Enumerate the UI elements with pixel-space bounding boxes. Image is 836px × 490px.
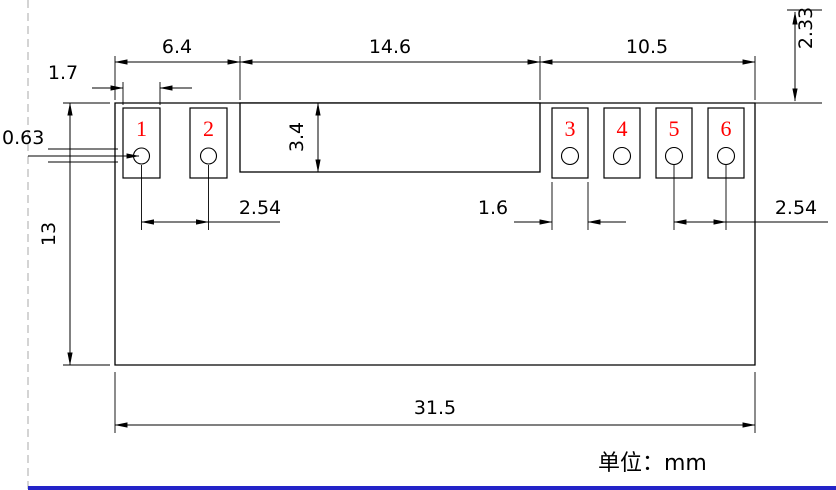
dim-label-right-pad-width: 1.6 [478, 197, 508, 219]
pad-4-hole [612, 146, 632, 166]
dim-label-middle-width: 14.6 [369, 36, 411, 58]
dim-group-right-pad-width: 1.6 [478, 182, 626, 230]
pad-2-number: 2 [203, 116, 214, 141]
dim-label-board-height: 13 [38, 222, 60, 246]
dim-group-top-offset: 2.33 [755, 7, 822, 104]
pad-6-hole [716, 146, 736, 166]
dim-label-board-width: 31.5 [414, 397, 456, 419]
dim-group-hole-offset: 0.63 [2, 127, 140, 163]
dim-label-right-group-width: 10.5 [626, 36, 668, 58]
pad-6: 6 [707, 107, 745, 179]
dim-label-left-group-width: 6.4 [162, 36, 192, 58]
dim-group-pad1-width: 1.7 [48, 62, 192, 105]
pad-4: 4 [603, 107, 641, 179]
dim-group-left-pitch: 2.54 [140, 165, 281, 230]
dim-group-middle-height: 3.4 [286, 102, 321, 173]
dim-group-board-width: 31.5 [114, 372, 756, 433]
middle-component-block [239, 102, 541, 173]
pad-5-number: 5 [669, 116, 680, 141]
dim-group-top-widths: 6.4 14.6 10.5 [114, 36, 756, 100]
pads-group: 1 2 3 4 5 [122, 107, 745, 179]
dim-label-top-offset: 2.33 [795, 7, 817, 49]
dim-label-left-pitch: 2.54 [239, 197, 281, 219]
pad-1-number: 1 [136, 116, 147, 141]
dim-label-hole-offset: 0.63 [2, 127, 44, 149]
pad-3-hole [560, 146, 580, 166]
bottom-rule [28, 486, 836, 490]
dim-group-right-pitch: 2.54 [673, 165, 828, 230]
board-outline [114, 102, 756, 366]
pad-2-hole [199, 147, 218, 165]
pad-3-number: 3 [565, 116, 576, 141]
pad-4-number: 4 [617, 116, 628, 141]
dim-label-pad1-width: 1.7 [48, 62, 78, 84]
dim-group-board-height: 13 [38, 102, 110, 366]
pad-3-body [551, 107, 589, 179]
pad-6-number: 6 [721, 116, 732, 141]
unit-label: 单位：mm [598, 451, 707, 476]
board-outline-group [114, 102, 756, 366]
pad-4-body [603, 107, 641, 179]
pad-5-hole [664, 146, 684, 166]
dim-label-middle-height: 3.4 [286, 122, 308, 152]
dim-label-right-pitch: 2.54 [775, 197, 817, 219]
pad-3: 3 [551, 107, 589, 179]
